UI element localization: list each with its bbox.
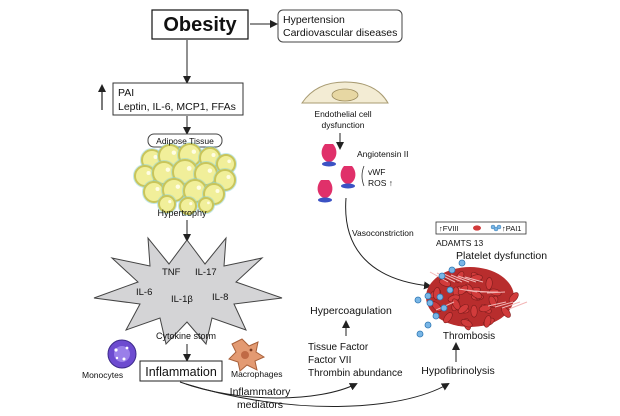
platelet [416,330,424,338]
cytokine-tnf: TNF [162,267,181,278]
hypertrophy-label: Hypertrophy [157,208,207,218]
monocyte-icon [107,339,137,369]
adipose-tissue-label: Adipose Tissue [156,136,214,146]
adipokines-box [112,82,244,116]
arrow-inflammation-to-hypofib [185,382,450,408]
platelet [414,296,422,304]
outcome-cvd: Cardiovascular diseases [283,27,397,39]
pai1-icon [490,224,502,232]
endothelial-cell-icon [301,81,389,104]
macrophage-icon [228,338,266,372]
platelet [446,286,454,294]
pai1-label: ↑PAI1 [502,224,521,233]
inflammation-box [139,360,223,382]
adipokine-pai: PAI [118,87,134,99]
monocytes-label: Monocytes [82,370,123,380]
angiotensin-receptor-icon [321,144,337,167]
cytokine-il8: IL-8 [212,292,228,303]
coag-thrombin: Thrombin abundance [308,368,403,379]
cytokine-storm-shape [93,236,283,346]
arrow-vasoconstriction-to-thrombosis [345,197,432,290]
angiotensin-label: Angiotensin II [357,149,409,159]
platelet [448,266,456,274]
outcome-hypertension: Hypertension [283,14,345,26]
hypofibrinolysis-label: Hypofibrinolysis [421,365,495,377]
platelet-dysfunction-label: Platelet dysfunction [456,250,547,262]
red-blood-cell [460,319,473,328]
platelet [424,292,432,300]
platelet [458,259,466,267]
red-blood-cell [439,278,452,287]
inflammatory-label-line2: mediators [237,399,283,411]
platelet [436,293,444,301]
coag-factor-vii: Factor VII [308,355,351,366]
platelet [424,321,432,329]
thrombosis-label: Thrombosis [443,331,495,342]
vwf-ros-brace [361,165,365,187]
endothelial-label-line1: Endothelial cell [314,109,371,119]
fat-cell [198,197,214,213]
platelet-chains [414,259,466,338]
hypercoagulation-label: Hypercoagulation [310,305,392,317]
fat-cell [158,195,176,213]
adamts-label: ADAMTS 13 [436,238,484,248]
platelet [438,272,446,280]
vwf-label: vWF [368,167,385,177]
obesity-title: Obesity [163,14,237,36]
coag-tissue-factor: Tissue Factor [308,342,369,353]
cytokine-il6: IL-6 [136,287,152,298]
endothelial-label-line2: dysfunction [322,120,365,130]
fviii-icon [473,225,481,231]
platelet [432,312,440,320]
inflammation-label: Inflammation [145,365,217,379]
platelet [440,304,448,312]
red-blood-cell [470,304,478,318]
vasoconstriction-label: Vasoconstriction [352,228,414,238]
cytokine-storm-label: Cytokine storm [156,331,216,341]
ros-receptor-icon [317,180,333,203]
red-blood-cell [483,315,492,328]
red-blood-cell [457,304,469,314]
arrows [179,20,460,408]
platelet [426,299,434,307]
adipose-tissue-illustration [133,142,237,216]
red-blood-cell [485,277,493,290]
fat-cell [179,197,197,215]
red-blood-cell [478,304,492,313]
obesity-box [151,9,249,40]
outcomes-box [277,9,403,43]
vwf-receptor-icon [340,166,356,189]
fviii-label: ↑FVIII [439,224,459,233]
adipokine-list: Leptin, IL-6, MCP1, FFAs [118,101,236,113]
inflammatory-label-line1: Inflammatory [230,386,291,398]
macrophages-label: Macrophages [231,369,283,379]
cytokine-il1b: IL-1β [171,294,193,305]
cytokine-il17: IL-17 [195,267,217,278]
red-blood-cell [443,312,453,324]
red-blood-cell [508,292,519,303]
ros-label: ROS ↑ [368,178,393,188]
